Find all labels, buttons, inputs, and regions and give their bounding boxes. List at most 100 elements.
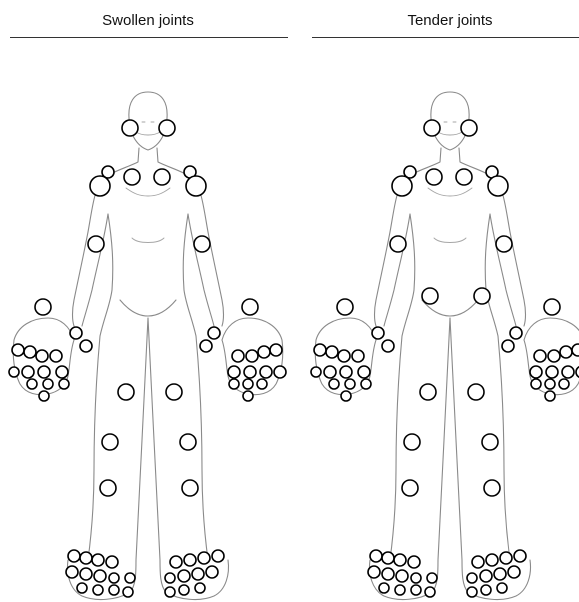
joint-marker[interactable] — [212, 550, 224, 562]
joint-marker[interactable] — [472, 556, 484, 568]
joint-marker[interactable] — [39, 391, 49, 401]
joint-marker[interactable] — [24, 346, 36, 358]
joint-marker[interactable] — [123, 587, 133, 597]
joint-marker[interactable] — [559, 379, 569, 389]
joint-marker[interactable] — [232, 350, 244, 362]
joint-marker[interactable] — [59, 379, 69, 389]
joint-marker[interactable] — [402, 480, 418, 496]
joint-marker[interactable] — [109, 585, 119, 595]
joint-marker[interactable] — [88, 236, 104, 252]
joint-marker[interactable] — [345, 379, 355, 389]
joint-marker[interactable] — [77, 583, 87, 593]
joint-marker[interactable] — [379, 583, 389, 593]
joint-marker[interactable] — [90, 176, 110, 196]
joint-marker[interactable] — [102, 434, 118, 450]
joint-marker[interactable] — [411, 573, 421, 583]
joint-marker[interactable] — [510, 327, 522, 339]
joint-marker[interactable] — [274, 366, 286, 378]
joint-marker[interactable] — [154, 169, 170, 185]
joint-marker[interactable] — [545, 379, 555, 389]
joint-marker[interactable] — [508, 566, 520, 578]
joint-marker[interactable] — [242, 299, 258, 315]
joint-marker[interactable] — [358, 366, 370, 378]
joint-marker[interactable] — [474, 288, 490, 304]
joint-marker[interactable] — [368, 566, 380, 578]
joint-marker[interactable] — [36, 350, 48, 362]
joint-marker[interactable] — [80, 552, 92, 564]
joint-marker[interactable] — [411, 585, 421, 595]
joint-marker[interactable] — [422, 288, 438, 304]
joint-marker[interactable] — [480, 570, 492, 582]
joint-marker[interactable] — [125, 573, 135, 583]
joint-marker[interactable] — [50, 350, 62, 362]
joint-marker[interactable] — [166, 384, 182, 400]
joint-marker[interactable] — [92, 554, 104, 566]
joint-marker[interactable] — [337, 299, 353, 315]
joint-marker[interactable] — [118, 384, 134, 400]
joint-marker[interactable] — [467, 573, 477, 583]
joint-marker[interactable] — [180, 434, 196, 450]
joint-marker[interactable] — [165, 573, 175, 583]
joint-marker[interactable] — [326, 346, 338, 358]
joint-marker[interactable] — [186, 176, 206, 196]
joint-marker[interactable] — [467, 587, 477, 597]
joint-marker[interactable] — [395, 585, 405, 595]
joint-marker[interactable] — [228, 366, 240, 378]
joint-marker[interactable] — [502, 340, 514, 352]
joint-marker[interactable] — [392, 176, 412, 196]
joint-marker[interactable] — [178, 570, 190, 582]
joint-marker[interactable] — [396, 570, 408, 582]
joint-marker[interactable] — [420, 384, 436, 400]
joint-marker[interactable] — [497, 583, 507, 593]
joint-marker[interactable] — [229, 379, 239, 389]
joint-marker[interactable] — [244, 366, 256, 378]
joint-marker[interactable] — [66, 566, 78, 578]
joint-marker[interactable] — [486, 554, 498, 566]
joint-marker[interactable] — [496, 236, 512, 252]
joint-marker[interactable] — [382, 340, 394, 352]
joint-marker[interactable] — [484, 480, 500, 496]
joint-marker[interactable] — [257, 379, 267, 389]
joint-marker[interactable] — [80, 568, 92, 580]
joint-marker[interactable] — [370, 550, 382, 562]
joint-marker[interactable] — [324, 366, 336, 378]
joint-marker[interactable] — [43, 379, 53, 389]
joint-marker[interactable] — [329, 379, 339, 389]
joint-marker[interactable] — [109, 573, 119, 583]
joint-marker[interactable] — [488, 176, 508, 196]
joint-marker[interactable] — [195, 583, 205, 593]
joint-marker[interactable] — [243, 379, 253, 389]
joint-marker[interactable] — [427, 573, 437, 583]
joint-marker[interactable] — [481, 585, 491, 595]
joint-marker[interactable] — [122, 120, 138, 136]
joint-marker[interactable] — [382, 552, 394, 564]
joint-marker[interactable] — [94, 570, 106, 582]
joint-marker[interactable] — [311, 367, 321, 377]
joint-marker[interactable] — [70, 327, 82, 339]
joint-marker[interactable] — [514, 550, 526, 562]
joint-marker[interactable] — [56, 366, 68, 378]
joint-marker[interactable] — [425, 587, 435, 597]
joint-marker[interactable] — [548, 350, 560, 362]
joint-marker[interactable] — [260, 366, 272, 378]
joint-marker[interactable] — [482, 434, 498, 450]
joint-marker[interactable] — [243, 391, 253, 401]
joint-marker[interactable] — [182, 480, 198, 496]
joint-marker[interactable] — [424, 120, 440, 136]
joint-marker[interactable] — [461, 120, 477, 136]
joint-marker[interactable] — [200, 340, 212, 352]
joint-marker[interactable] — [165, 587, 175, 597]
joint-marker[interactable] — [572, 344, 579, 356]
joint-marker[interactable] — [170, 556, 182, 568]
joint-marker[interactable] — [372, 327, 384, 339]
joint-marker[interactable] — [208, 327, 220, 339]
joint-marker[interactable] — [38, 366, 50, 378]
joint-marker[interactable] — [340, 366, 352, 378]
joint-marker[interactable] — [352, 350, 364, 362]
joint-marker[interactable] — [270, 344, 282, 356]
joint-marker[interactable] — [93, 585, 103, 595]
joint-marker[interactable] — [206, 566, 218, 578]
joint-marker[interactable] — [338, 350, 350, 362]
joint-marker[interactable] — [361, 379, 371, 389]
joint-marker[interactable] — [546, 366, 558, 378]
